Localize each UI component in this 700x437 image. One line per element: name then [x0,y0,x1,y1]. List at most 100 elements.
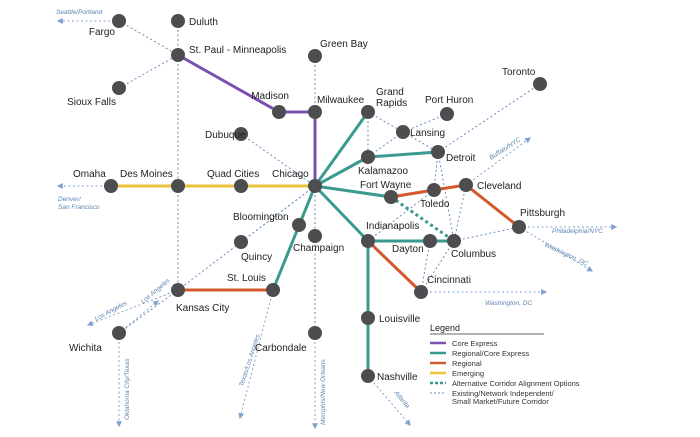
city-node-detroit [431,145,445,159]
city-label-toledo: Toledo [420,199,450,210]
route-dotted-siouxfalls-stpaul [118,54,179,89]
external-link-label: Los Angeles [94,300,129,323]
city-node-omaha [104,179,118,193]
city-label-milwaukee: Milwaukee [317,95,365,106]
city-label-kansascity: Kansas City [176,303,229,314]
city-label-siouxfalls: Sioux Falls [67,97,116,108]
route-regional-fortwayne-toledo [389,188,436,199]
route-dotted-dubuque-chicago [240,133,316,187]
external-link-arrow [518,226,594,272]
city-node-wichita [112,326,126,340]
legend-title: Legend [430,323,460,333]
legend-label-regional-core-express: Regional/Core Express [452,349,529,358]
city-node-quadcities [234,179,248,193]
city-node-pittsburgh [512,220,526,234]
city-node-fortwayne [384,190,398,204]
route-dotted-kansascity-wichita [118,289,179,334]
city-node-stpaul [171,48,185,62]
city-node-kansascity [171,283,185,297]
city-label-dayton: Dayton [392,244,424,255]
city-node-kalamazoo [361,150,375,164]
city-label-chicago: Chicago [272,169,309,180]
city-label-cincinnati: Cincinnati [427,275,471,286]
city-node-dubuque [234,127,248,141]
city-label-carbondale: Carbondale [255,343,307,354]
route-regional-core-express-chicago-kalamazoo [313,155,370,188]
corridor-lines [109,53,521,378]
city-label-kalamazoo: Kalamazoo [358,166,408,177]
city-label-louisville: Louisville [379,314,421,325]
city-label-bloomington: Bloomington [233,212,289,223]
city-node-columbus [447,234,461,248]
city-node-nashville [361,369,375,383]
external-link-label: Washington, DC [543,241,589,267]
city-label-porthuron: Port Huron [425,95,473,106]
city-node-cincinnati [414,285,428,299]
external-link-label: Oklahoma City/Texas [124,358,131,420]
city-label-omaha: Omaha [73,169,106,180]
route-dotted-fargo-stpaul [118,20,179,56]
external-link-arrow [367,375,411,426]
route-dotted-cleveland-columbus [453,184,467,242]
city-node-toronto [533,77,547,91]
external-link-label: Los Angeles [140,277,172,306]
external-link-label: Washington, DC [485,300,533,307]
route-core-express-stpaul-madison [176,53,281,114]
city-node-milwaukee [308,105,322,119]
city-node-siouxfalls [112,81,126,95]
external-link-label: Buffalo/NYC [488,136,522,162]
city-label-nashville: Nashville [377,372,418,383]
route-regional-core-express-chicago-indianapolis [313,184,370,243]
city-node-cleveland [459,178,473,192]
city-label-desmoines: Des Moines [120,169,173,180]
city-node-lansing [396,125,410,139]
city-node-desmoines [171,179,185,193]
legend-label-emerging: Emerging [452,369,484,378]
legend-label-core-express: Core Express [452,339,498,348]
city-node-madison [272,105,286,119]
city-label-madison: Madison [251,91,289,102]
city-label-lansing: Lansing [410,128,445,139]
route-dotted-porthuron-lansing [402,113,448,133]
city-label-quincy: Quincy [241,252,272,263]
city-label-stpaul: St. Paul - Minneapolis [189,45,286,56]
city-nodes [104,14,547,383]
external-link-arrow [118,300,159,334]
city-node-louisville [361,311,375,325]
city-node-greenbay [308,49,322,63]
city-label-stlouis: St. Louis [227,273,266,284]
city-label-dubuque: Dubuque [205,130,246,141]
route-regional-core-express-chicago-stlouis [271,184,317,292]
external-link-label: Philadelphia/NYC [552,228,603,235]
route-regional-cleveland-pittsburgh [464,183,521,229]
external-link-arrow [238,289,274,420]
city-node-quincy [234,235,248,249]
city-label-champaign: Champaign [293,243,344,254]
route-regional-indianapolis-cincinnati [366,239,423,294]
legend-label-regional: Regional [452,359,482,368]
city-label-indianapolis: Indianapolis [366,221,419,232]
external-link-label: Texas/Los Angeles [238,333,262,388]
city-node-porthuron [440,107,454,121]
route-regional-core-express-chicago-fortwayne [313,184,393,199]
route-dotted-indianapolis-toledo [367,189,435,242]
external-link-arrow [465,137,531,186]
route-dotted-columbus-cincinnati [420,240,455,293]
city-label-duluth: Duluth [189,17,218,28]
city-label-fortwayne: Fort Wayne [360,180,412,191]
city-label-detroit: Detroit [446,153,476,164]
city-node-stlouis [266,283,280,297]
city-label-pittsburgh: Pittsburgh [520,208,565,219]
external-link-label: Denver/San Francisco [58,196,100,211]
route-regional-core-express-chicago-grandrapids [313,110,370,188]
city-node-toledo [427,183,441,197]
city-node-bloomington [292,218,306,232]
city-label-cleveland: Cleveland [477,181,521,192]
city-label-fargo: Fargo [89,27,116,38]
city-node-fargo [112,14,126,28]
city-node-indianapolis [361,234,375,248]
city-node-carbondale [308,326,322,340]
city-label-quadcities: Quad Cities [207,169,259,180]
city-node-champaign [308,229,322,243]
